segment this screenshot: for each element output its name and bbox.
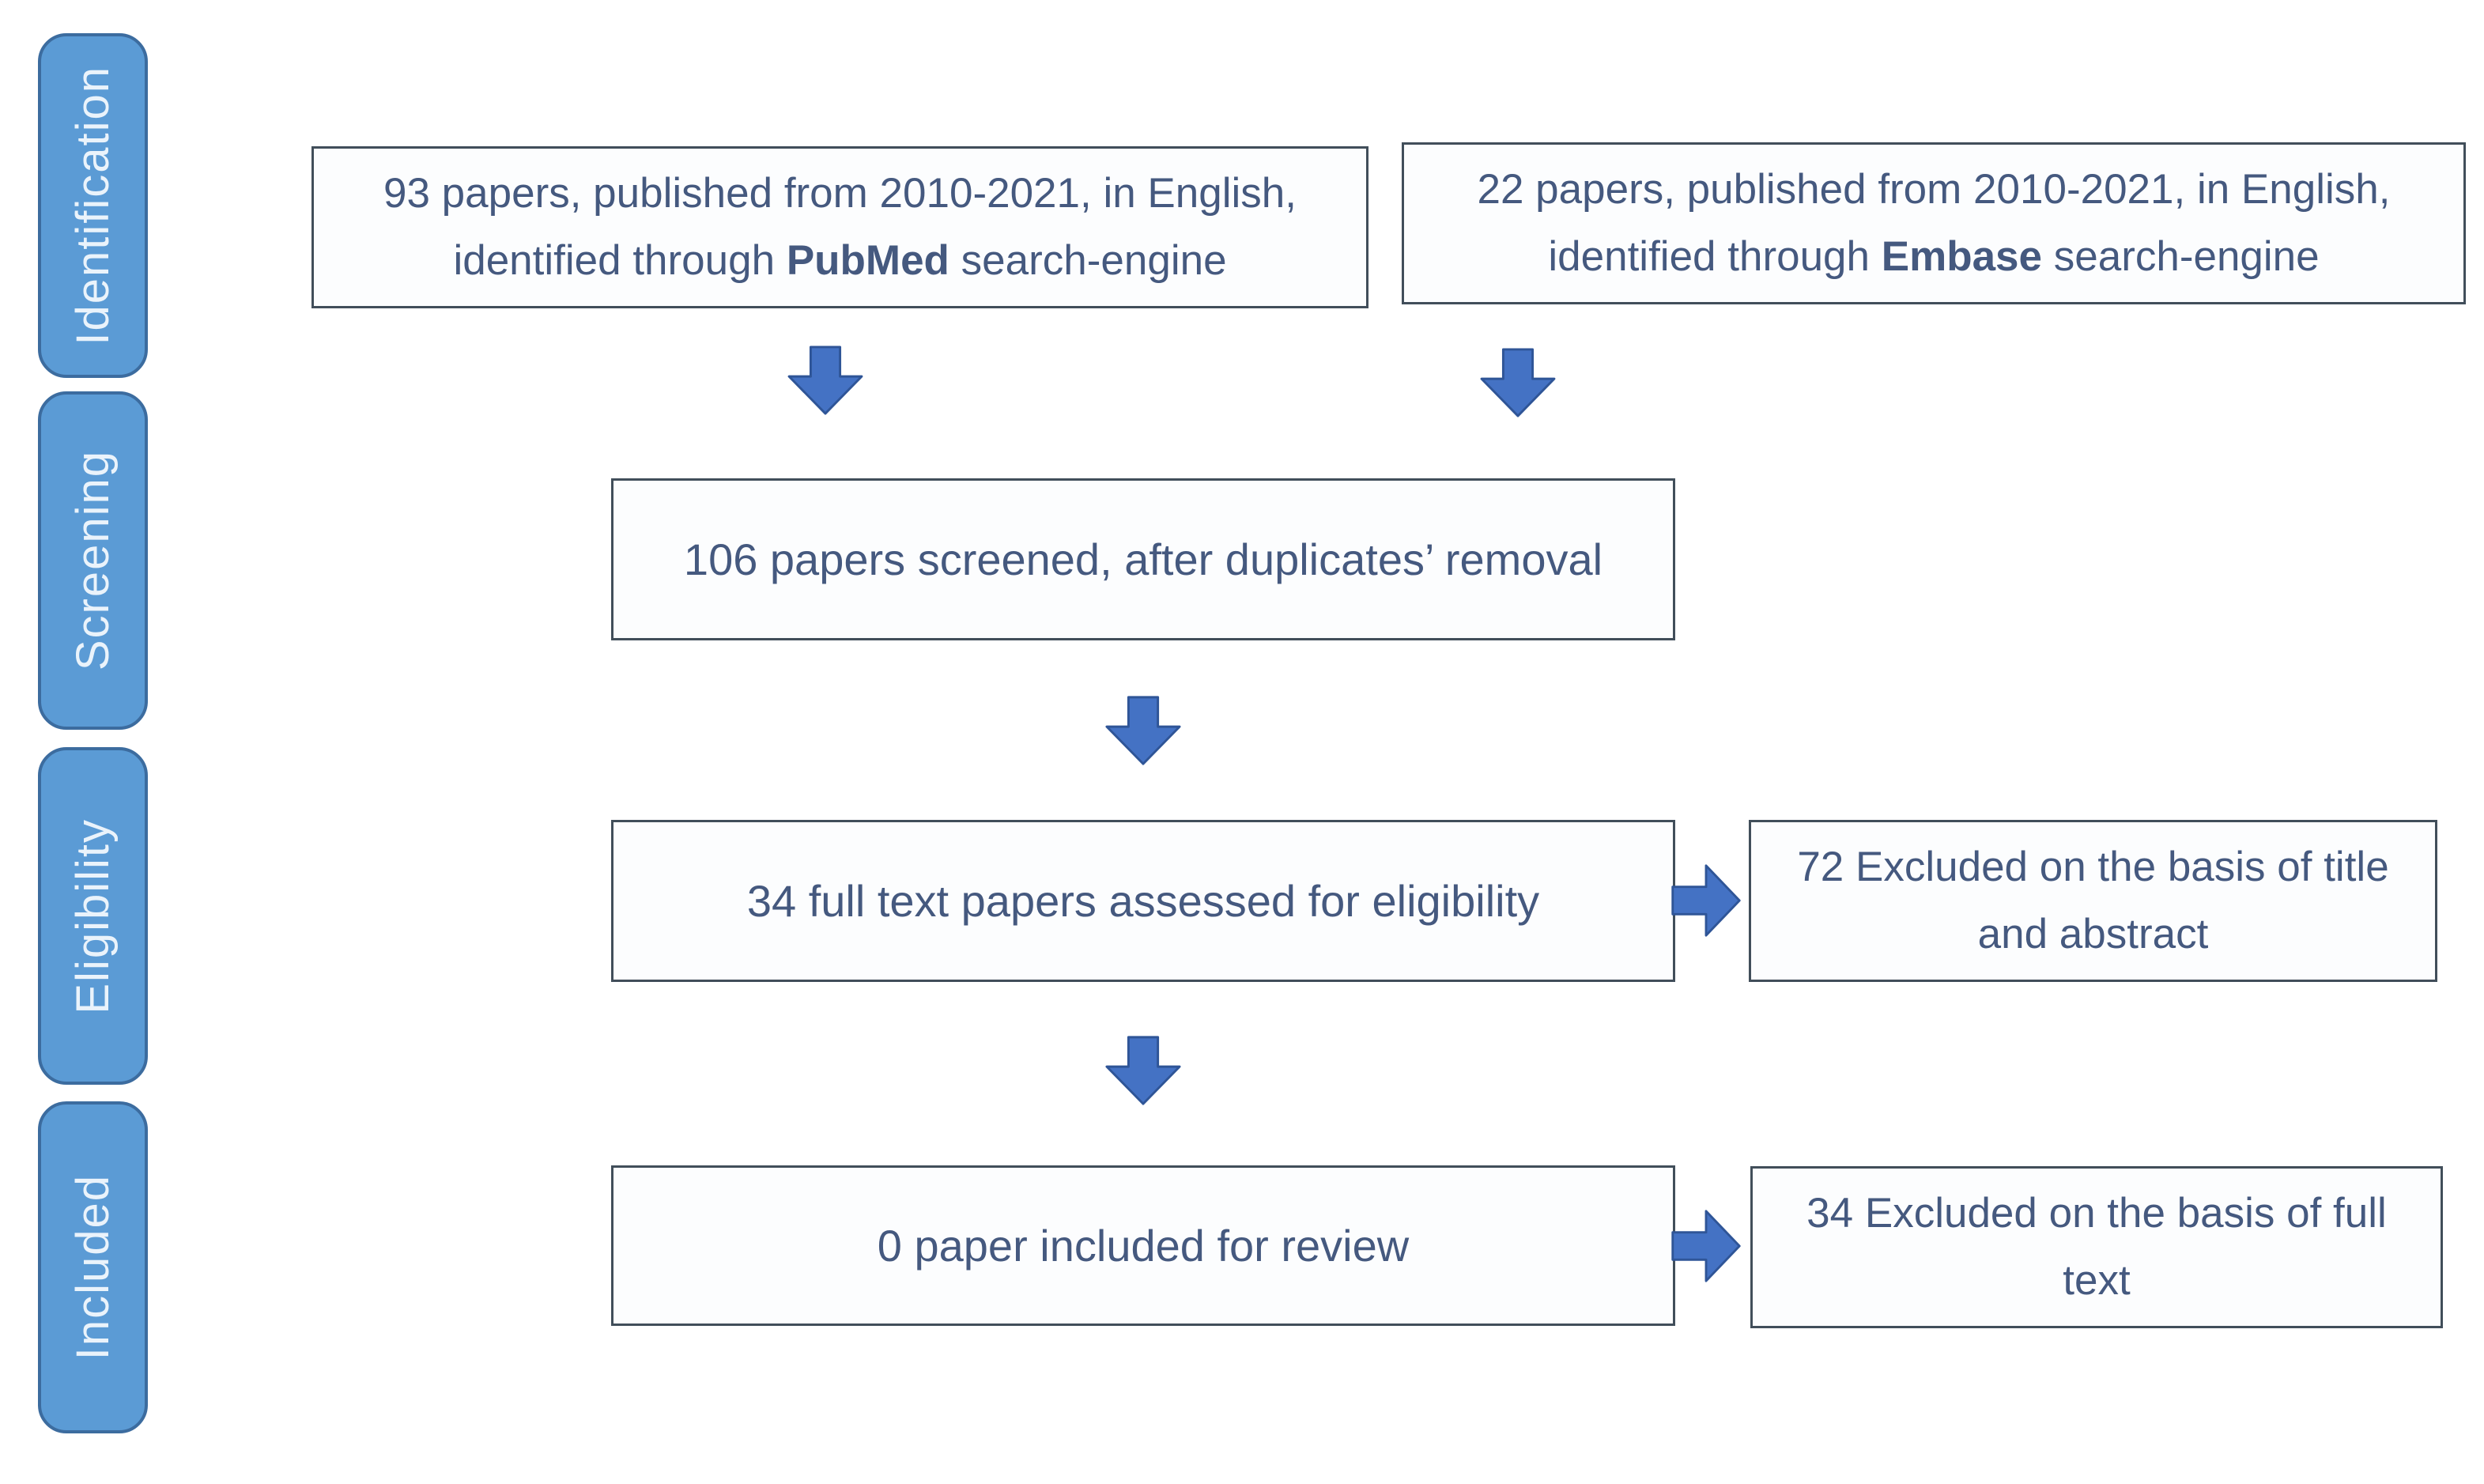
arrow-shape [787, 346, 863, 415]
down-arrow-pubmed-to-screened [787, 346, 864, 415]
stage-screening-label: Screening [67, 450, 119, 671]
pubmed-text-prefix: 93 papers, published from 2010-2021, in … [383, 169, 1297, 284]
included-box: 0 paper included for review [611, 1165, 1675, 1326]
down-arrow-screened-to-eligibility [1104, 694, 1182, 767]
down-arrow-icon [1105, 1036, 1181, 1105]
embase-source-name: Embase [1881, 232, 2043, 280]
excluded-full-text-box: 34 Excluded on the basis of full text [1750, 1166, 2443, 1328]
arrow-shape [1671, 1210, 1741, 1282]
arrow-shape [1105, 1036, 1181, 1105]
screened-text: 106 papers screened, after duplicates’ r… [683, 534, 1603, 584]
excluded-title-abstract-text: 72 Excluded on the basis of title and ab… [1797, 843, 2389, 957]
right-arrow-to-excluded-full-text [1670, 1208, 1742, 1284]
down-arrow-eligibility-to-included [1104, 1034, 1182, 1107]
down-arrow-embase-to-screened [1479, 348, 1557, 417]
arrow-shape [1480, 348, 1556, 417]
excluded-full-text-text: 34 Excluded on the basis of full text [1806, 1189, 2387, 1304]
pubmed-source-name: PubMed [786, 236, 949, 284]
stage-included-label: Included [67, 1174, 119, 1361]
stage-identification: Identification [38, 33, 148, 378]
right-arrow-icon [1671, 864, 1741, 937]
stage-included: Included [38, 1101, 148, 1433]
stage-screening: Screening [38, 391, 148, 730]
excluded-title-abstract-box: 72 Excluded on the basis of title and ab… [1749, 820, 2437, 982]
stage-identification-label: Identification [67, 66, 119, 346]
down-arrow-icon [787, 346, 863, 415]
arrow-shape [1671, 864, 1741, 937]
embase-identification-box: 22 papers, published from 2010-2021, in … [1402, 142, 2466, 304]
down-arrow-icon [1480, 348, 1556, 417]
pubmed-identification-text: 93 papers, published from 2010-2021, in … [342, 160, 1338, 295]
embase-text-prefix: 22 papers, published from 2010-2021, in … [1477, 165, 2391, 280]
embase-identification-text: 22 papers, published from 2010-2021, in … [1433, 157, 2435, 291]
stage-eligibility: Eligibility [38, 747, 148, 1085]
embase-text-suffix: search-engine [2042, 232, 2320, 280]
included-text: 0 paper included for review [877, 1220, 1410, 1271]
right-arrow-to-excluded-title-abstract [1670, 863, 1742, 938]
down-arrow-icon [1105, 696, 1181, 765]
full-text-assessed-text: 34 full text papers assessed for eligibi… [746, 875, 1540, 926]
full-text-assessed-box: 34 full text papers assessed for eligibi… [611, 820, 1675, 982]
screened-box: 106 papers screened, after duplicates’ r… [611, 478, 1675, 640]
arrow-shape [1105, 696, 1181, 765]
stage-eligibility-label: Eligibility [67, 818, 119, 1014]
right-arrow-icon [1671, 1210, 1741, 1282]
pubmed-identification-box: 93 papers, published from 2010-2021, in … [311, 146, 1368, 308]
pubmed-text-suffix: search-engine [949, 236, 1227, 284]
